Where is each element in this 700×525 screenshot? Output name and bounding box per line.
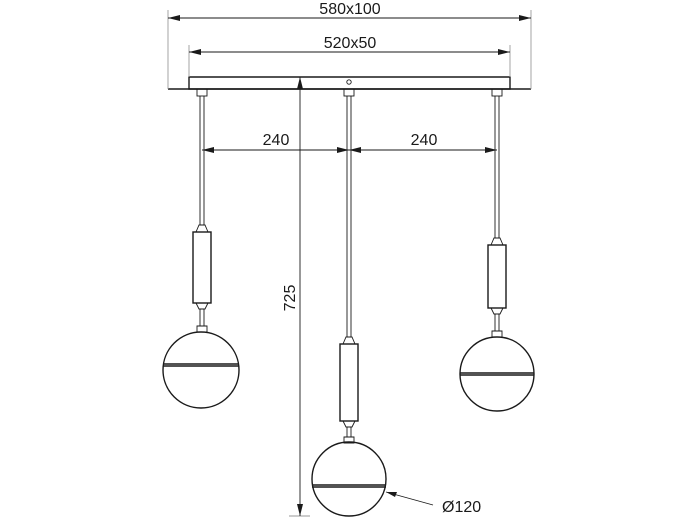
dimension-spacing-right-label: 240 bbox=[411, 132, 438, 149]
dimension-spacing-left-label: 240 bbox=[263, 132, 290, 149]
dimension-height: 725 bbox=[282, 77, 310, 517]
dimension-overall-width: 580x100 bbox=[167, 1, 532, 89]
pendant-center bbox=[311, 88, 387, 517]
dimension-overall-label: 580x100 bbox=[319, 1, 380, 18]
dimension-spacing: 240 240 bbox=[202, 132, 497, 153]
pendant-right bbox=[459, 88, 535, 412]
dimension-canopy-width: 520x50 bbox=[188, 35, 511, 77]
dimension-diameter-label: Ø120 bbox=[442, 499, 481, 516]
dimension-height-label: 725 bbox=[282, 285, 299, 312]
ceiling-canopy bbox=[168, 76, 531, 90]
dimension-canopy-label: 520x50 bbox=[324, 35, 377, 52]
pendant-left bbox=[162, 88, 240, 409]
dimension-globe-diameter: Ø120 bbox=[385, 491, 481, 516]
